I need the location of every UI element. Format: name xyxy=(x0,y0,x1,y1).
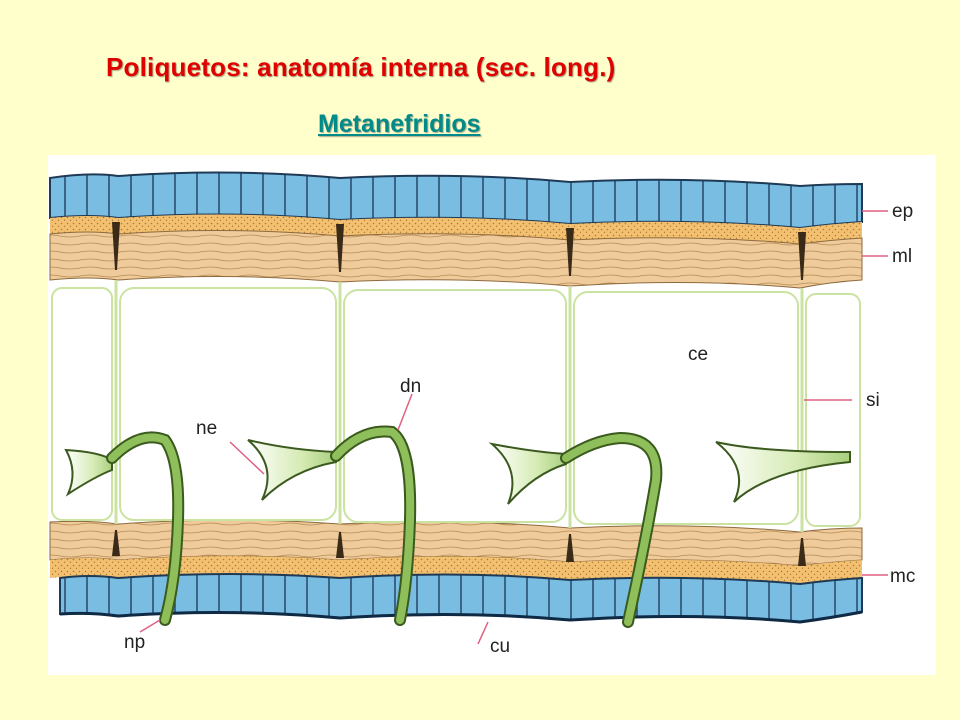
top-body-wall xyxy=(49,171,863,289)
coelom-segment-4 xyxy=(573,291,799,525)
circular-muscle-top xyxy=(50,214,862,244)
longitudinal-muscle-top xyxy=(49,229,863,289)
leader-lines xyxy=(139,210,888,645)
septum-insertions xyxy=(112,222,806,566)
slide-subtitle: Metanefridios xyxy=(318,110,481,138)
label-mc: mc xyxy=(890,566,915,587)
label-ce: ce xyxy=(688,344,708,365)
slide-title: Poliquetos: anatomía interna (sec. long.… xyxy=(106,52,616,82)
label-ep: ep xyxy=(892,201,913,222)
cuticle xyxy=(59,610,863,624)
nephrostome-1 xyxy=(64,448,113,497)
coelom-segment-5 xyxy=(805,293,861,527)
septa xyxy=(114,280,804,532)
nephrostome-2 xyxy=(247,439,337,501)
label-si: si xyxy=(866,390,880,411)
nephridial-ducts xyxy=(106,425,663,628)
nephrostome-3 xyxy=(488,442,567,505)
bottom-body-wall xyxy=(49,519,863,624)
label-ml: ml xyxy=(892,246,912,267)
label-cu: cu xyxy=(490,636,510,657)
coelom-segment-3 xyxy=(343,289,567,523)
coelom-segment-2 xyxy=(119,287,337,521)
nephrostome-4 xyxy=(715,441,851,503)
label-ne: ne xyxy=(196,418,217,439)
nephrostomes xyxy=(64,439,851,505)
label-dn: dn xyxy=(400,376,421,397)
metanephridia-diagram: ep ml si mc ce dn ne np cu xyxy=(48,155,936,675)
label-np: np xyxy=(124,632,145,653)
